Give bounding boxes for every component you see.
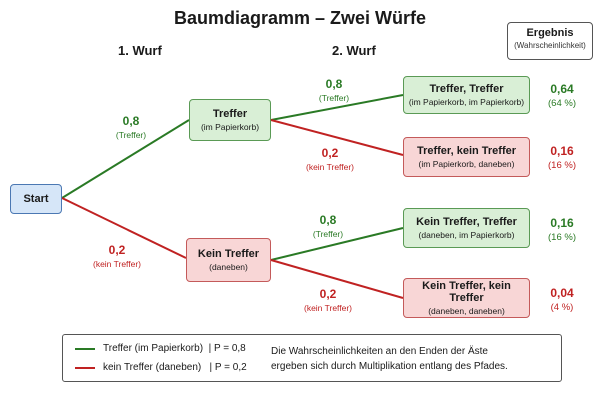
branch-prob: 0,8: [122, 114, 140, 128]
node-start: Start: [10, 184, 62, 214]
result-header-box: Ergebnis (Wahrscheinlichkeit): [507, 22, 593, 60]
legend-line-green: [75, 347, 95, 350]
result-percent: (16 %): [548, 232, 576, 243]
branch-label-2-miss-hit: 0,8 (Treffer): [283, 213, 373, 239]
result-value: 0,16: [550, 216, 574, 230]
result-percent: (4 %): [550, 302, 574, 313]
legend-miss-label: kein Treffer (daneben) | P = 0,2: [103, 362, 247, 373]
branch-prob: 0,2: [108, 243, 126, 257]
legend-row-miss: kein Treffer (daneben) | P = 0,2: [75, 362, 247, 373]
node-tk-title: Treffer, kein Treffer: [416, 145, 517, 157]
node-tt-title: Treffer, Treffer: [429, 83, 504, 95]
result-kein-treffer-treffer: 0,16 (16 %): [530, 216, 594, 243]
result-percent: (64 %): [548, 98, 576, 109]
branch-desc: (Treffer): [312, 229, 344, 239]
branch-prob: 0,8: [325, 77, 343, 91]
diagram-title: Baumdiagramm – Zwei Würfe: [173, 8, 427, 28]
result-treffer-kein-treffer: 0,16 (16 %): [530, 144, 594, 171]
legend-hit-label: Treffer (im Papierkorb) | P = 0,8: [103, 343, 246, 354]
header-wurf-2: 2. Wurf: [332, 43, 376, 58]
branch-desc: (Treffer): [318, 93, 350, 103]
branch-label-2-hit-hit: 0,8 (Treffer): [289, 77, 379, 103]
branch-line-start-treffer: [61, 119, 190, 199]
branch-line-kein-kt: [270, 227, 404, 261]
node-kt-title: Kein Treffer, Treffer: [416, 216, 517, 228]
result-value: 0,04: [550, 286, 574, 300]
result-kein-treffer-kein-treffer: 0,04 (4 %): [530, 286, 594, 313]
result-value: 0,16: [550, 144, 574, 158]
node-start-label: Start: [23, 193, 49, 205]
node-treffer-treffer: Treffer, Treffer (im Papierkorb, im Papi…: [403, 76, 530, 114]
legend-note-line-1: Die Wahrscheinlichkeiten an den Enden de…: [271, 346, 488, 357]
branch-prob: 0,2: [319, 287, 337, 301]
node-kk-title: Kein Treffer, kein Treffer: [422, 280, 511, 304]
result-value: 0,64: [550, 82, 574, 96]
result-header-title: Ergebnis: [526, 27, 574, 39]
branch-desc: (kein Treffer): [303, 303, 353, 313]
branch-desc: (kein Treffer): [92, 259, 142, 269]
node-kein-treffer-title: Kein Treffer: [197, 248, 260, 260]
node-kein-treffer-treffer: Kein Treffer, Treffer (daneben, im Papie…: [403, 208, 530, 248]
branch-desc: (kein Treffer): [305, 162, 355, 172]
branch-label-1-hit: 0,8 (Treffer): [86, 114, 176, 140]
branch-label-1-miss: 0,2 (kein Treffer): [72, 243, 162, 269]
branch-prob: 0,8: [319, 213, 337, 227]
result-header-subtitle: (Wahrscheinlichkeit): [514, 41, 586, 50]
node-kt-sub: (daneben, im Papierkorb): [418, 230, 515, 240]
node-treffer-kein-treffer: Treffer, kein Treffer (im Papierkorb, da…: [403, 137, 530, 177]
node-kein-treffer-kein-treffer: Kein Treffer, kein Treffer (daneben, dan…: [403, 278, 530, 318]
node-tk-sub: (im Papierkorb, daneben): [418, 159, 515, 169]
node-kein-treffer-sub: (daneben): [209, 262, 248, 272]
node-kk-sub: (daneben, daneben): [428, 306, 505, 316]
branch-line-kein-kk: [270, 259, 404, 299]
node-kein-treffer: Kein Treffer (daneben): [186, 238, 271, 282]
node-treffer: Treffer (im Papierkorb): [189, 99, 271, 141]
header-wurf-1: 1. Wurf: [118, 43, 162, 58]
branch-label-2-hit-miss: 0,2 (kein Treffer): [285, 146, 375, 172]
result-percent: (16 %): [548, 160, 576, 171]
legend-row-hit: Treffer (im Papierkorb) | P = 0,8: [75, 343, 246, 354]
legend-note: Die Wahrscheinlichkeiten an den Enden de…: [271, 344, 551, 374]
branch-desc: (Treffer): [115, 130, 147, 140]
legend-box: Treffer (im Papierkorb) | P = 0,8 kein T…: [62, 334, 562, 382]
branch-line-treffer-tk: [270, 119, 404, 156]
legend-line-red: [75, 366, 95, 369]
branch-label-2-miss-miss: 0,2 (kein Treffer): [283, 287, 373, 313]
node-treffer-sub: (im Papierkorb): [200, 122, 260, 132]
node-tt-sub: (im Papierkorb, im Papierkorb): [408, 97, 525, 107]
result-treffer-treffer: 0,64 (64 %): [530, 82, 594, 109]
legend-note-line-2: ergeben sich durch Multiplikation entlan…: [271, 361, 508, 372]
branch-line-treffer-tt: [270, 94, 404, 121]
branch-prob: 0,2: [321, 146, 339, 160]
node-treffer-title: Treffer: [212, 108, 248, 120]
branch-line-start-kein-treffer: [61, 197, 187, 259]
